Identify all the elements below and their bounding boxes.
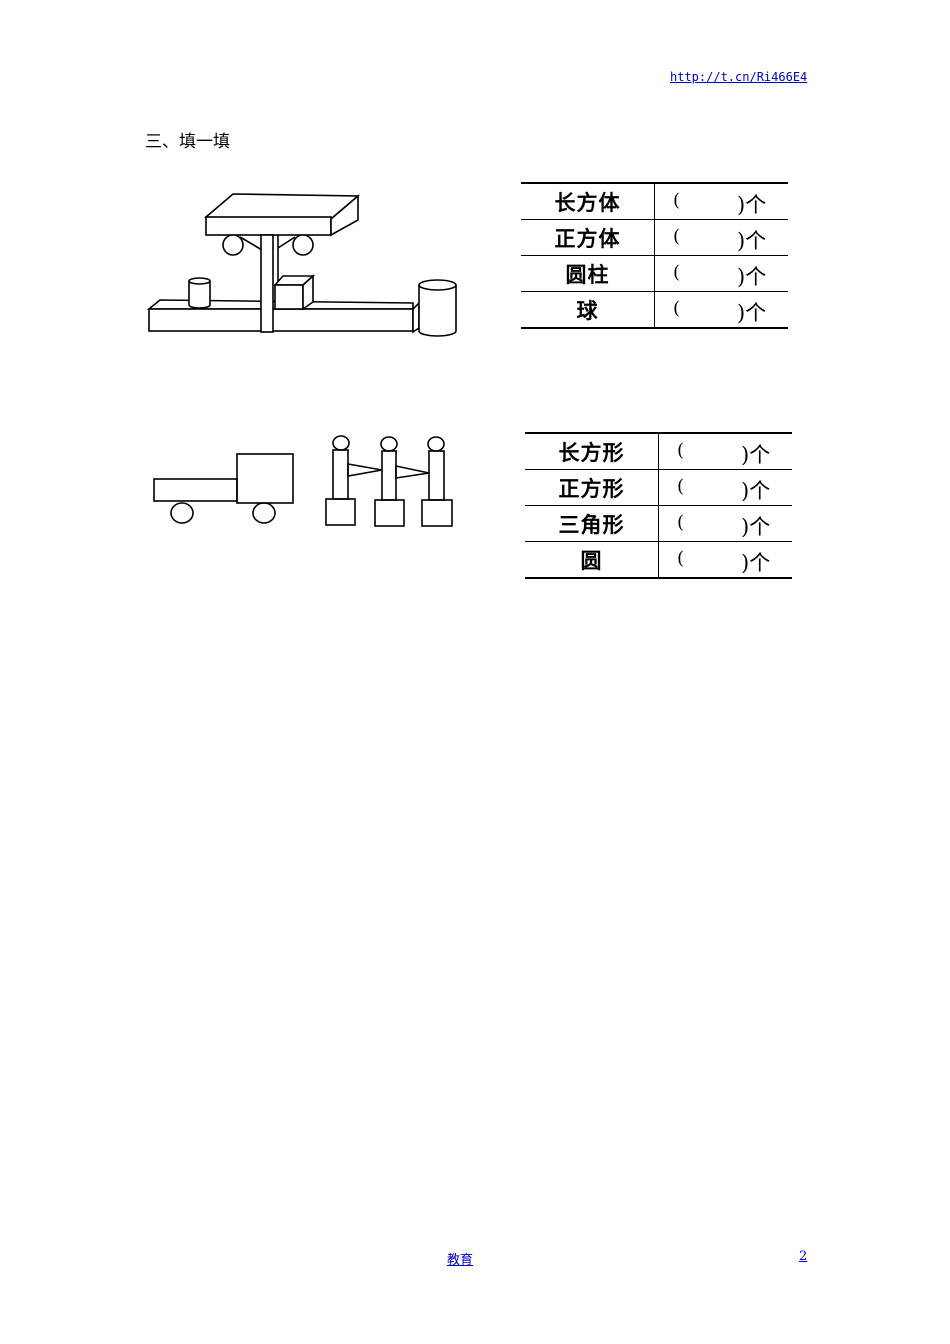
solid-shapes-figure [146,193,457,337]
row-label: 三角形 [525,505,659,542]
page-number[interactable]: 2 [799,1249,808,1264]
answer-blank[interactable]: ( )个 [658,505,792,542]
open-paren: ( [673,190,681,211]
row-label: 圆柱 [521,255,655,292]
section-title: 三、填一填 [145,132,230,152]
open-paren: ( [677,548,685,569]
row-label: 正方形 [525,469,659,506]
open-paren: ( [673,262,681,283]
open-paren: ( [677,440,685,461]
open-paren: ( [677,512,685,533]
close-paren: )个 [737,265,767,289]
table-row: 球 ( )个 [521,291,788,329]
table-row: 正方体 ( )个 [521,219,788,256]
answer-blank[interactable]: ( )个 [654,182,788,220]
close-paren: )个 [741,515,771,539]
row-label: 正方体 [521,219,655,256]
table-row: 长方体 ( )个 [521,182,788,220]
table-row: 长方形 ( )个 [525,432,792,470]
table-row: 圆柱 ( )个 [521,255,788,292]
table-row: 圆 ( )个 [525,541,792,579]
table-row: 正方形 ( )个 [525,469,792,506]
answer-blank[interactable]: ( )个 [654,219,788,256]
row-label: 球 [521,291,655,329]
plane-shapes-figure [153,435,453,527]
answer-blank[interactable]: ( )个 [658,469,792,506]
close-paren: )个 [737,301,767,325]
row-label: 长方体 [521,182,655,220]
open-paren: ( [677,476,685,497]
solids-count-table: 长方体 ( )个 正方体 ( )个 圆柱 ( )个 球 ( )个 [521,182,788,329]
row-label: 长方形 [525,432,659,470]
open-paren: ( [673,226,681,247]
table-row: 三角形 ( )个 [525,505,792,542]
close-paren: )个 [741,479,771,503]
answer-blank[interactable]: ( )个 [658,541,792,579]
close-paren: )个 [737,229,767,253]
header-url-link[interactable]: http://t.cn/Ri466E4 [670,70,808,84]
close-paren: )个 [737,193,767,217]
footer-link[interactable]: 教育 [447,1253,474,1268]
answer-blank[interactable]: ( )个 [658,432,792,470]
row-label: 圆 [525,541,659,579]
answer-blank[interactable]: ( )个 [654,291,788,329]
open-paren: ( [673,298,681,319]
close-paren: )个 [741,443,771,467]
answer-blank[interactable]: ( )个 [654,255,788,292]
close-paren: )个 [741,551,771,575]
shapes-count-table: 长方形 ( )个 正方形 ( )个 三角形 ( )个 圆 ( )个 [525,432,792,579]
